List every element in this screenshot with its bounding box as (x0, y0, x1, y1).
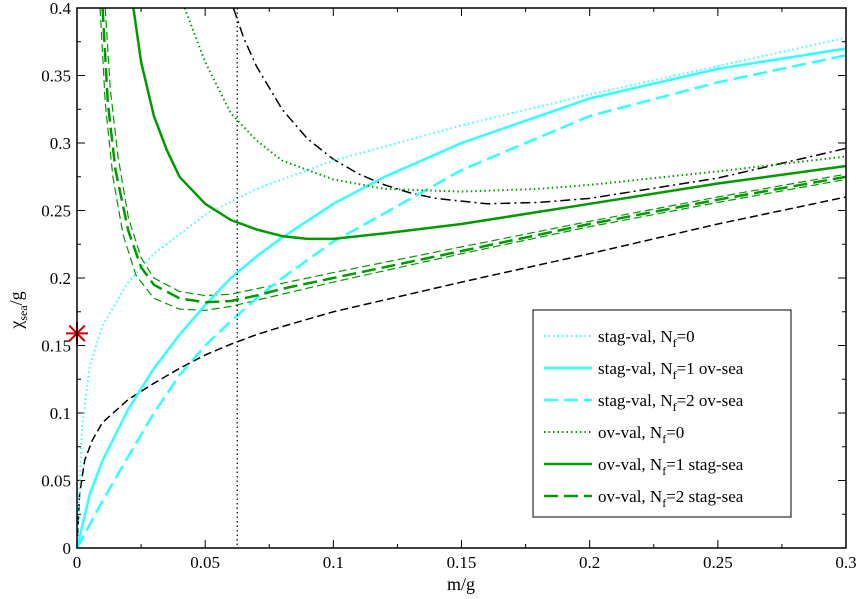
series-lines (75, 7, 847, 549)
y-axis-title: χsea/g (6, 291, 30, 329)
y-tick-label: 0.4 (50, 0, 72, 18)
series-line-3 (75, 54, 847, 549)
legend-label: stag-val, Nf=2 ov-sea (598, 391, 744, 414)
extra-line-1 (99, 7, 847, 311)
legend-label: stag-val, Nf=0 (598, 327, 695, 350)
x-ticks: 0 0.05 0.1 0.15 0.2 0.25 0.3 (73, 8, 857, 572)
y-ticks: 0 0.05 0.1 0.15 0.2 0.25 0.3 0.35 0.4 (41, 0, 846, 558)
series-line-4 (183, 7, 847, 193)
extra-line-2 (104, 7, 847, 297)
legend-box (532, 309, 792, 518)
y-tick-label: 0.35 (41, 67, 71, 86)
plot-frame (76, 7, 847, 549)
extra-line-3 (232, 7, 847, 205)
series-line-5 (132, 7, 847, 241)
x-axis-title: m/g (447, 574, 475, 594)
y-tick-label: 0.15 (41, 337, 71, 356)
y-tick-label: 0.2 (50, 269, 71, 288)
x-tick-label: 0 (73, 553, 82, 572)
y-tick-label: 0.25 (41, 202, 71, 221)
legend: stag-val, Nf=0 stag-val, Nf=1 ov-sea stag-… (532, 309, 792, 518)
legend-label: stag-val, Nf=1 ov-sea (598, 359, 744, 382)
series-line-6 (101, 7, 847, 304)
x-tick-label: 0.05 (190, 553, 220, 572)
x-tick-label: 0.25 (703, 553, 733, 572)
legend-label: ov-val, Nf=0 (598, 423, 684, 446)
y-tick-label: 0.05 (41, 472, 71, 491)
x-tick-label: 0.1 (323, 553, 344, 572)
x-tick-label: 0.15 (447, 553, 477, 572)
x-tick-label: 0.3 (835, 553, 856, 572)
series-line-2 (75, 47, 847, 549)
y-tick-label: 0 (63, 539, 72, 558)
x-tick-label: 0.2 (579, 553, 600, 572)
y-tick-label: 0.3 (50, 134, 71, 153)
series-line-1 (76, 36, 847, 549)
legend-label: ov-val, Nf=1 stag-sea (598, 455, 744, 478)
extra-line-4 (76, 196, 847, 549)
legend-label: ov-val, Nf=2 stag-sea (598, 487, 744, 510)
y-tick-label: 0.1 (50, 404, 71, 423)
